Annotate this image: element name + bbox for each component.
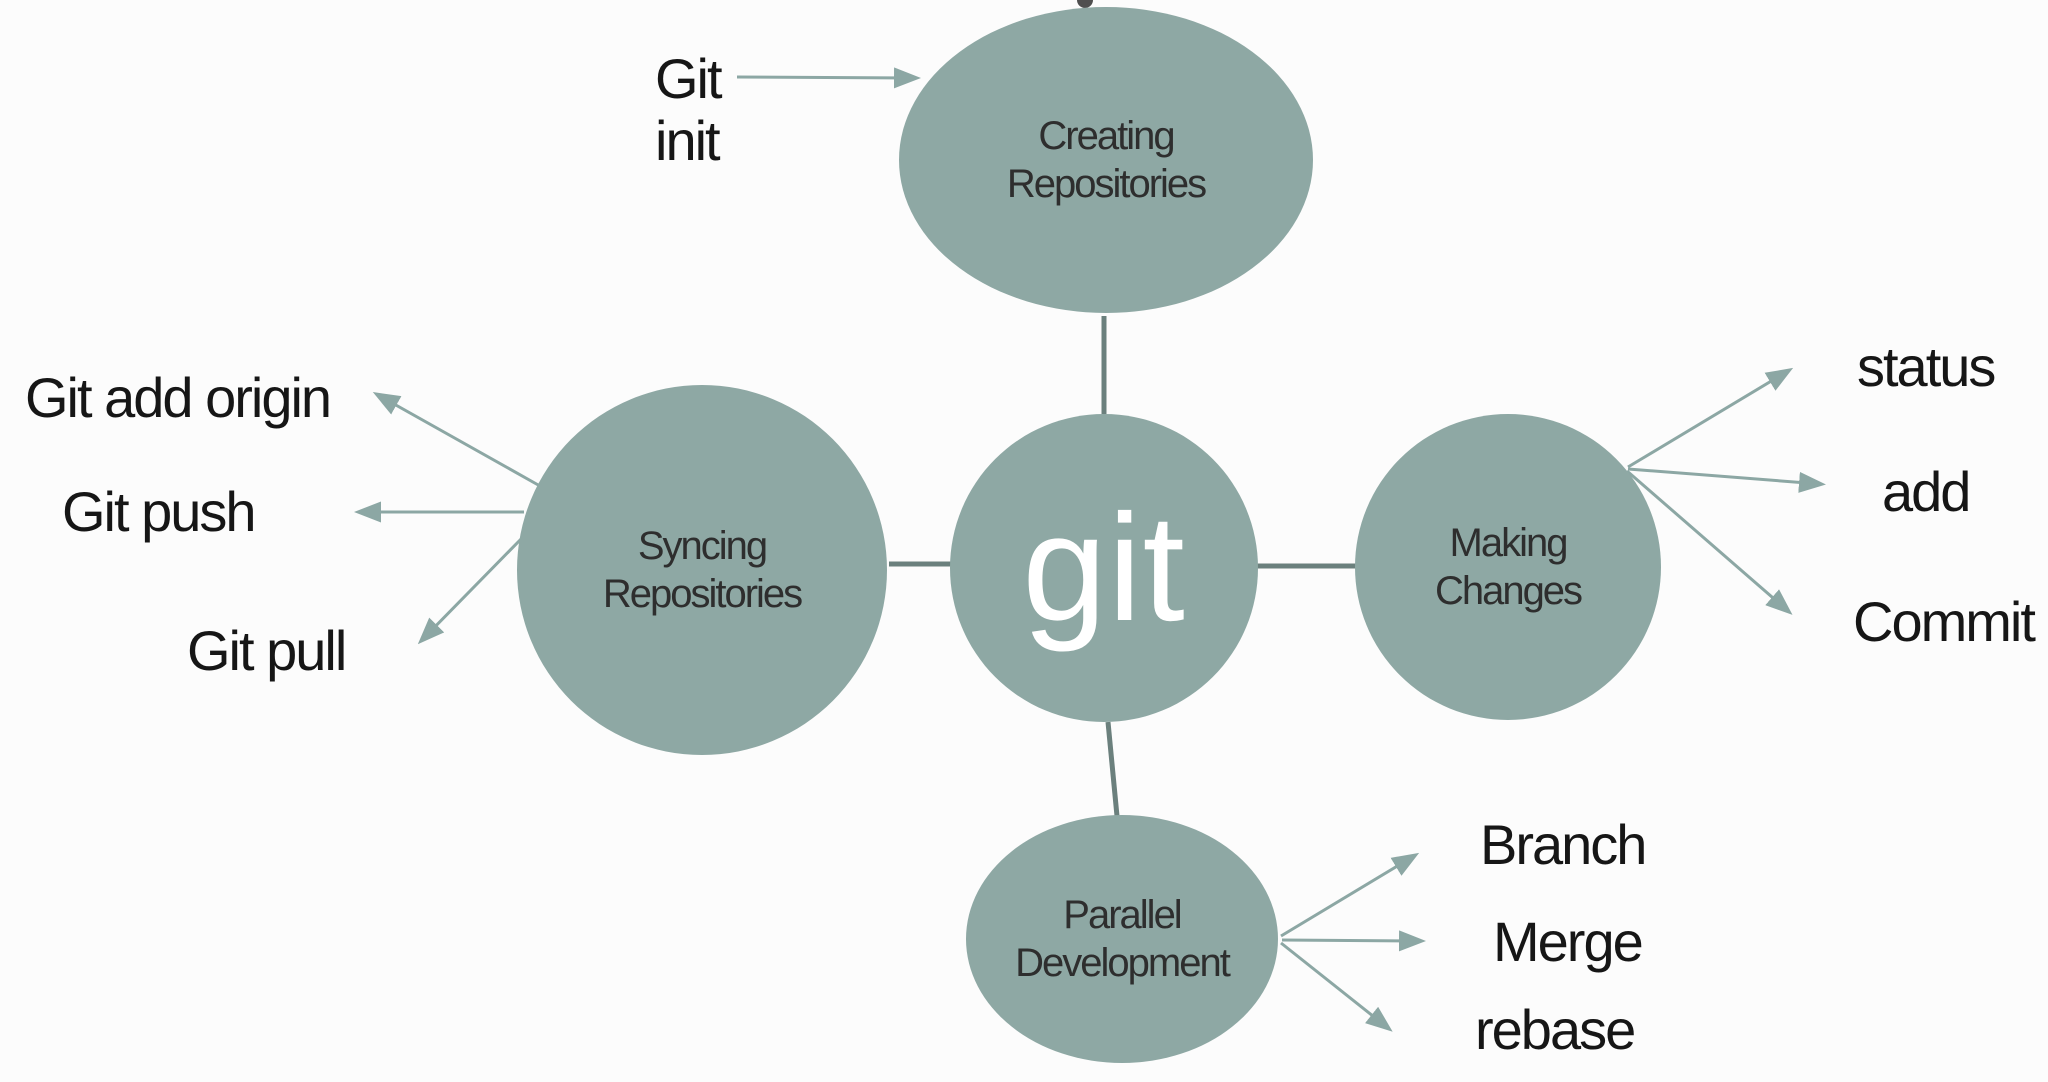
- label-commit: Commit: [1853, 590, 2036, 653]
- label-status: status: [1857, 335, 1996, 398]
- label-git-init: Git init: [655, 47, 723, 172]
- node-creating-repositories: Creating Repositories: [899, 7, 1313, 313]
- label-git-push: Git push: [62, 480, 257, 543]
- label-merge: Merge: [1493, 910, 1644, 973]
- node-syncing-repositories: Syncing Repositories: [517, 385, 887, 755]
- label-rebase: rebase: [1475, 998, 1636, 1061]
- node-git-center-label: git: [1022, 482, 1186, 653]
- connector-git-parallel: [1105, 721, 1120, 817]
- node-making-changes: Making Changes: [1355, 414, 1661, 720]
- label-add: add: [1882, 460, 1971, 523]
- arrow-git-add-origin: [372, 392, 541, 488]
- node-making-changes-label: Making Changes: [1434, 521, 1583, 613]
- node-syncing-repositories-label: Syncing Repositories: [602, 524, 803, 616]
- clipped-top-dot: [1077, 0, 1093, 8]
- label-git-add-origin: Git add origin: [25, 366, 332, 429]
- arrow-git-init: [736, 67, 921, 89]
- node-creating-repositories-label: Creating Repositories: [1006, 114, 1207, 206]
- arrow-branch: [1280, 852, 1420, 938]
- node-git-center: git: [950, 414, 1258, 722]
- arrow-status: [1627, 367, 1794, 469]
- arrow-merge: [1281, 930, 1426, 952]
- node-parallel-development: Parallel Development: [966, 815, 1278, 1063]
- arrow-git-pull: [417, 534, 526, 645]
- arrow-add: [1627, 467, 1826, 493]
- label-git-pull: Git pull: [187, 619, 347, 682]
- arrow-rebase: [1280, 941, 1393, 1032]
- node-parallel-development-label: Parallel Development: [1015, 893, 1231, 985]
- label-branch: Branch: [1480, 813, 1647, 876]
- arrow-commit: [1626, 469, 1793, 615]
